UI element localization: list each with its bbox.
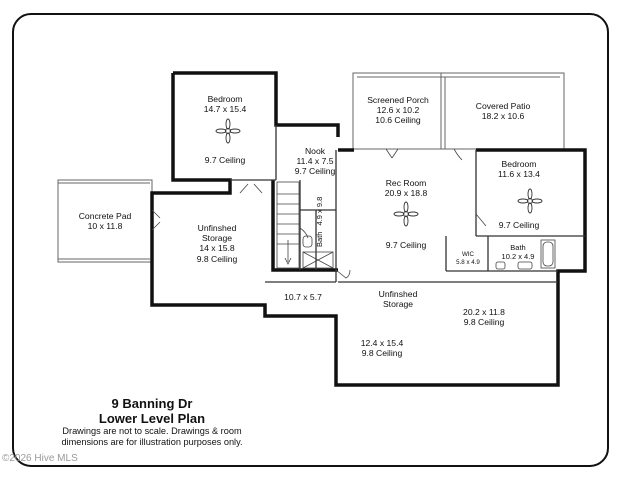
room-name: Screened Porch xyxy=(367,95,429,105)
plan-address: 9 Banning Dr xyxy=(111,396,193,411)
room-wic: WIC 5.8 x 4.9 xyxy=(456,251,480,266)
room-unfinished-storage-left: Unfinshed Storage 14 x 15.8 9.8 Ceiling xyxy=(197,223,238,264)
room-rec-room-ceiling: 9.7 Ceiling xyxy=(386,240,427,250)
room-storage-center-b: 20.2 x 11.8 9.8 Ceiling xyxy=(463,307,505,327)
room-hall: 10.7 x 5.7 xyxy=(284,292,322,302)
room-ceiling: 9.7 Ceiling xyxy=(498,220,540,230)
room-dims: 11.6 x 13.4 xyxy=(498,169,540,180)
room-ceiling: 9.8 Ceiling xyxy=(463,317,505,328)
plan-level: Lower Level Plan xyxy=(98,411,206,426)
room-dims: 18.2 x 10.6 xyxy=(481,111,525,122)
room-name: Bedroom xyxy=(501,159,537,169)
room-rec-room: Rec Room 20.9 x 18.8 xyxy=(385,178,428,198)
room-name-2: Storage xyxy=(201,233,233,244)
room-name-2: Storage xyxy=(382,299,414,310)
room-bedroom-1: Bedroom 14.7 x 15.4 xyxy=(204,94,247,114)
room-dims: 14.7 x 15.4 xyxy=(203,104,247,115)
room-name: Unfinshed xyxy=(197,223,237,233)
room-name: Concrete Pad xyxy=(78,211,132,221)
room-dims: 12.6 x 10.2 xyxy=(376,105,420,116)
room-bath-right: Bath 10.2 x 4.9 xyxy=(502,243,535,261)
room-ceiling: 10.6 Ceiling xyxy=(375,115,421,126)
room-bedroom-2: Bedroom 11.6 x 13.4 xyxy=(498,159,540,179)
room-dims: 10.2 x 4.9 xyxy=(501,252,535,261)
room-dims: 5.8 x 4.9 xyxy=(456,258,480,266)
room-name: Bedroom xyxy=(207,94,243,104)
room-ceiling: 9.7 Ceiling xyxy=(385,240,427,250)
interior-walls xyxy=(230,125,585,283)
page-frame xyxy=(12,13,609,467)
room-concrete-pad: Concrete Pad 10 x 11.8 xyxy=(79,211,132,231)
room-dims: 20.9 x 18.8 xyxy=(384,188,428,199)
room-name: Rec Room xyxy=(385,178,427,188)
staircase xyxy=(276,181,300,269)
room-name: Unfinshed xyxy=(378,289,418,299)
room-ceiling: 9.7 Ceiling xyxy=(294,166,336,177)
room-dims: 12.4 x 15.4 xyxy=(360,338,404,348)
room-name: Covered Patio xyxy=(475,101,531,111)
room-covered-patio: Covered Patio 18.2 x 10.6 xyxy=(476,101,530,121)
room-name: Bath xyxy=(315,231,324,247)
plan-note-line-1: Drawings are not to scale. Drawings & ro… xyxy=(62,426,242,436)
room-storage-center-a: 12.4 x 15.4 9.8 Ceiling xyxy=(361,338,404,358)
bath-fixtures xyxy=(302,235,556,270)
room-name: Bath xyxy=(510,243,526,252)
room-name: Nook xyxy=(304,146,326,156)
room-dims: 11.4 x 7.5 xyxy=(296,156,334,167)
room-nook: Nook 11.4 x 7.5 9.7 Ceiling xyxy=(295,146,336,177)
door-swings xyxy=(151,148,487,279)
room-dims: 14 x 15.8 xyxy=(199,243,235,254)
room-unfinished-storage-center: Unfinshed Storage xyxy=(379,289,418,309)
room-name: WIC xyxy=(461,251,475,258)
room-ceiling: 9.8 Ceiling xyxy=(361,348,403,359)
room-bedroom-2-ceiling: 9.7 Ceiling xyxy=(499,220,540,230)
room-dims: 20.2 x 11.8 xyxy=(463,307,505,317)
room-screened-porch: Screened Porch 12.6 x 10.2 10.6 Ceiling xyxy=(367,95,429,126)
room-dims: 10 x 11.8 xyxy=(87,221,123,232)
plan-note-line-2: dimensions are for illustration purposes… xyxy=(61,437,243,447)
room-ceiling: 9.8 Ceiling xyxy=(196,253,238,264)
room-ceiling: 9.7 Ceiling xyxy=(204,155,246,165)
room-dims: 4.9 x 9.8 xyxy=(315,196,324,226)
ceiling-fan-icon xyxy=(215,118,543,227)
room-bedroom-1-ceiling: 9.7 Ceiling xyxy=(205,155,246,165)
room-bath-left: Bath 4.9 x 9.8 xyxy=(315,197,324,247)
copyright-watermark: ©2026 Hive MLS xyxy=(2,453,78,464)
room-dims: 10.7 x 5.7 xyxy=(284,292,322,302)
plan-title-block: 9 Banning Dr Lower Level Plan Drawings a… xyxy=(61,396,242,448)
